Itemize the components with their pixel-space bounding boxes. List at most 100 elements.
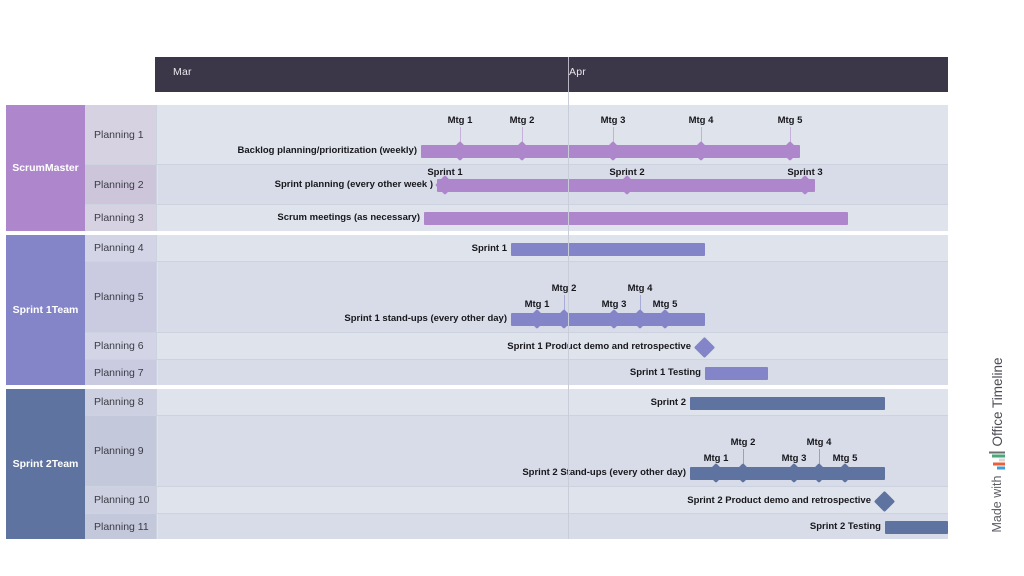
task-label: Sprint planning (every other week ) (274, 179, 433, 190)
timeline-header-band: Mar Apr (155, 57, 948, 92)
task-label: Sprint 1 Product demo and retrospective (507, 341, 691, 352)
milestone-label: Sprint 3 (787, 167, 823, 178)
milestone-leader-line (613, 127, 614, 151)
milestone-label: Mtg 4 (688, 115, 714, 126)
task-label: Sprint 1 (471, 243, 507, 254)
row-track: Mtg 1 Mtg 2 Mtg 3 Mtg 4 Mtg 5 Backlog plannin… (158, 105, 948, 164)
milestone-label: Sprint 2 (609, 167, 645, 178)
swimlane-title-line1: Sprint 1 (12, 303, 52, 316)
month-label-mar: Mar (173, 66, 192, 78)
milestone-label: Mtg 1 (703, 453, 729, 464)
task-label: Sprint 2 Testing (809, 521, 881, 532)
row-label: Planning 7 (85, 360, 157, 385)
timeline-row[interactable]: Planning 7 Sprint 1 Testing (85, 360, 948, 385)
milestone-label: Mtg 1 (524, 299, 550, 310)
timeline-row[interactable]: Planning 10 Sprint 2 Product demo and ret… (85, 487, 948, 514)
milestone-leader-line (790, 127, 791, 151)
row-label: Planning 4 (85, 235, 157, 261)
row-track: Sprint 1 Sprint 2 Sprint 3 Sprint planning … (158, 165, 948, 204)
milestone-diamond[interactable] (873, 490, 895, 512)
row-track: Sprint 2 (158, 389, 948, 415)
task-label: Sprint 2 Stand-ups (every other day) (522, 467, 686, 478)
office-timeline-logo-icon (989, 451, 1005, 470)
row-label: Planning 8 (85, 389, 157, 415)
milestone-leader-line (640, 295, 641, 319)
row-track: Sprint 2 Product demo and retrospective (158, 487, 948, 513)
row-track: Sprint 2 Testing (158, 514, 948, 539)
gantt-bar[interactable] (885, 521, 948, 534)
row-label: Planning 10 (85, 487, 157, 513)
row-label: Planning 5 (85, 262, 157, 332)
timeline-row[interactable]: Planning 4 Sprint 1 (85, 235, 948, 262)
swimlane-title-line1: Scrum (12, 161, 45, 174)
milestone-label: Sprint 1 (427, 167, 463, 178)
gantt-bar[interactable] (690, 397, 885, 410)
row-track: Sprint 1 Testing (158, 360, 948, 385)
row-label: Planning 3 (85, 205, 157, 231)
watermark-product-name: Office Timeline (989, 357, 1005, 447)
row-label: Planning 6 (85, 333, 157, 359)
swimlane-title-line1: Sprint 2 (12, 457, 52, 470)
milestone-label: Mtg 5 (652, 299, 678, 310)
milestone-leader-line (819, 449, 820, 473)
row-track: Sprint 1 Product demo and retrospective (158, 333, 948, 359)
timeline-row[interactable]: Planning 1 Mtg 1 Mtg 2 Mtg 3 Mtg 4 Mtg 5 Backl… (85, 105, 948, 165)
milestone-label: Mtg 5 (832, 453, 858, 464)
task-label: Sprint 2 (650, 397, 686, 408)
milestone-label: Mtg 4 (627, 283, 653, 294)
milestone-leader-line (564, 295, 565, 319)
gantt-bar[interactable] (705, 367, 768, 380)
milestone-label: Mtg 3 (781, 453, 807, 464)
office-timeline-watermark: Made with Office Timeline (976, 330, 1018, 560)
milestone-label: Mtg 2 (730, 437, 756, 448)
swimlane-title-line2: Team (51, 457, 79, 470)
milestone-leader-line (460, 127, 461, 151)
timeline-row[interactable]: Planning 8 Sprint 2 (85, 389, 948, 416)
watermark-made-with: Made with (990, 475, 1004, 533)
month-label-apr: Apr (569, 66, 586, 78)
task-label: Sprint 2 Product demo and retrospective (687, 495, 871, 506)
milestone-label: Mtg 3 (600, 115, 626, 126)
timeline-row[interactable]: Planning 3 Scrum meetings (as necessary) (85, 205, 948, 231)
task-label: Backlog planning/prioritization (weekly) (237, 145, 417, 156)
milestone-label: Mtg 2 (551, 283, 577, 294)
task-label: Scrum meetings (as necessary) (277, 212, 420, 223)
row-label: Planning 1 (85, 105, 157, 164)
row-label: Planning 11 (85, 514, 157, 539)
gantt-bar[interactable] (511, 243, 705, 256)
row-track: Scrum meetings (as necessary) (158, 205, 948, 231)
milestone-label: Mtg 2 (509, 115, 535, 126)
milestone-label: Mtg 5 (777, 115, 803, 126)
timeline-row[interactable]: Planning 11 Sprint 2 Testing (85, 514, 948, 539)
swimlane-rows: Planning 1 Mtg 1 Mtg 2 Mtg 3 Mtg 4 Mtg 5 Backl… (85, 105, 948, 231)
milestone-label: Mtg 1 (447, 115, 473, 126)
milestone-label: Mtg 4 (806, 437, 832, 448)
milestone-leader-line (743, 449, 744, 473)
milestone-diamond[interactable] (693, 336, 715, 358)
milestone-leader-line (701, 127, 702, 151)
row-label: Planning 2 (85, 165, 157, 204)
swimlane-title-line2: Master (44, 161, 79, 174)
milestone-leader-line (522, 127, 523, 151)
row-label: Planning 9 (85, 416, 157, 486)
timeline-row[interactable]: Planning 6 Sprint 1 Product demo and retr… (85, 333, 948, 360)
gantt-bar[interactable] (424, 212, 848, 225)
milestone-label: Mtg 3 (601, 299, 627, 310)
swimlane-title-line2: Team (51, 303, 79, 316)
row-track: Sprint 1 (158, 235, 948, 261)
task-label: Sprint 1 Testing (629, 367, 701, 378)
task-label: Sprint 1 stand-ups (every other day) (344, 313, 507, 324)
